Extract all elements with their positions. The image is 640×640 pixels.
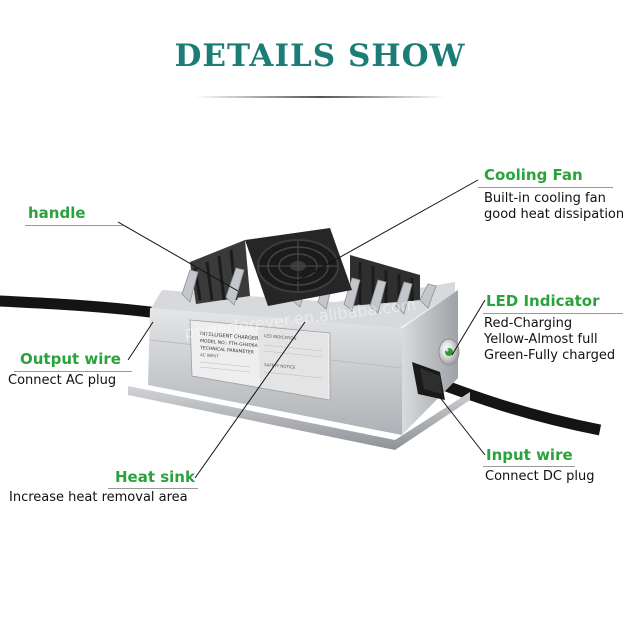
nameplate-ac-input: AC INPUT bbox=[200, 352, 220, 359]
output-wire-line-1: Connect AC plug bbox=[8, 373, 117, 388]
housing-top bbox=[150, 282, 455, 328]
input-wire-line-1: Connect DC plug bbox=[485, 469, 595, 484]
led-line-1: Red-Charging bbox=[484, 316, 573, 331]
nameplate-param: TECHNICAL PARAMETER bbox=[199, 345, 254, 356]
label-handle: handle bbox=[28, 204, 86, 222]
cooling-fan-line-1: Built-in cooling fan bbox=[484, 191, 606, 206]
output-wire-description: Connect AC plug bbox=[8, 373, 116, 389]
led-line-2: Yellow-Almost full bbox=[484, 332, 598, 347]
label-heat-sink: Heat sink bbox=[115, 468, 195, 486]
fan-icon bbox=[245, 228, 352, 306]
dc-connector-icon bbox=[412, 362, 445, 400]
label-cooling-fan: Cooling Fan bbox=[484, 166, 583, 184]
input-wire-description: Connect DC plug bbox=[485, 469, 594, 485]
housing-side bbox=[402, 290, 458, 435]
label-led-indicator: LED Indicator bbox=[486, 292, 600, 310]
nameplate-safety: SAFETY NOTICE bbox=[264, 362, 296, 370]
nameplate-led-heading: LED INDICATION bbox=[264, 333, 297, 341]
output-wire-cable bbox=[0, 295, 156, 318]
leader-lines bbox=[117, 179, 486, 479]
heat-sink-fins bbox=[181, 240, 437, 315]
heat-sink-description: Increase heat removal area bbox=[9, 490, 188, 506]
underline-led-indicator bbox=[483, 313, 623, 314]
led-indicator-description: Red-Charging Yellow-Almost full Green-Fu… bbox=[484, 316, 615, 364]
nameplate: INTELLIGENT CHARGER MODEL NO.: FTH-GH406… bbox=[189, 319, 331, 401]
underline-input-wire bbox=[483, 466, 575, 467]
cooling-fan-line-2: good heat dissipation bbox=[484, 207, 625, 222]
nameplate-heading: INTELLIGENT CHARGER bbox=[200, 331, 259, 342]
led-line-3: Green-Fully charged bbox=[484, 348, 616, 363]
label-output-wire: Output wire bbox=[20, 350, 121, 368]
underline-handle bbox=[25, 225, 123, 226]
nameplate-model: MODEL NO.: FTH-GH406A bbox=[200, 338, 259, 349]
underline-output-wire bbox=[14, 371, 132, 372]
underline-cooling-fan bbox=[478, 187, 613, 188]
page-title: DETAILS SHOW bbox=[174, 38, 466, 74]
title-underline bbox=[195, 96, 445, 98]
cooling-fan-description: Built-in cooling fan good heat dissipati… bbox=[484, 191, 624, 223]
led-icon bbox=[438, 338, 460, 366]
label-input-wire: Input wire bbox=[486, 446, 573, 464]
heat-sink-line-1: Increase heat removal area bbox=[9, 490, 188, 505]
underline-heat-sink bbox=[108, 488, 198, 489]
